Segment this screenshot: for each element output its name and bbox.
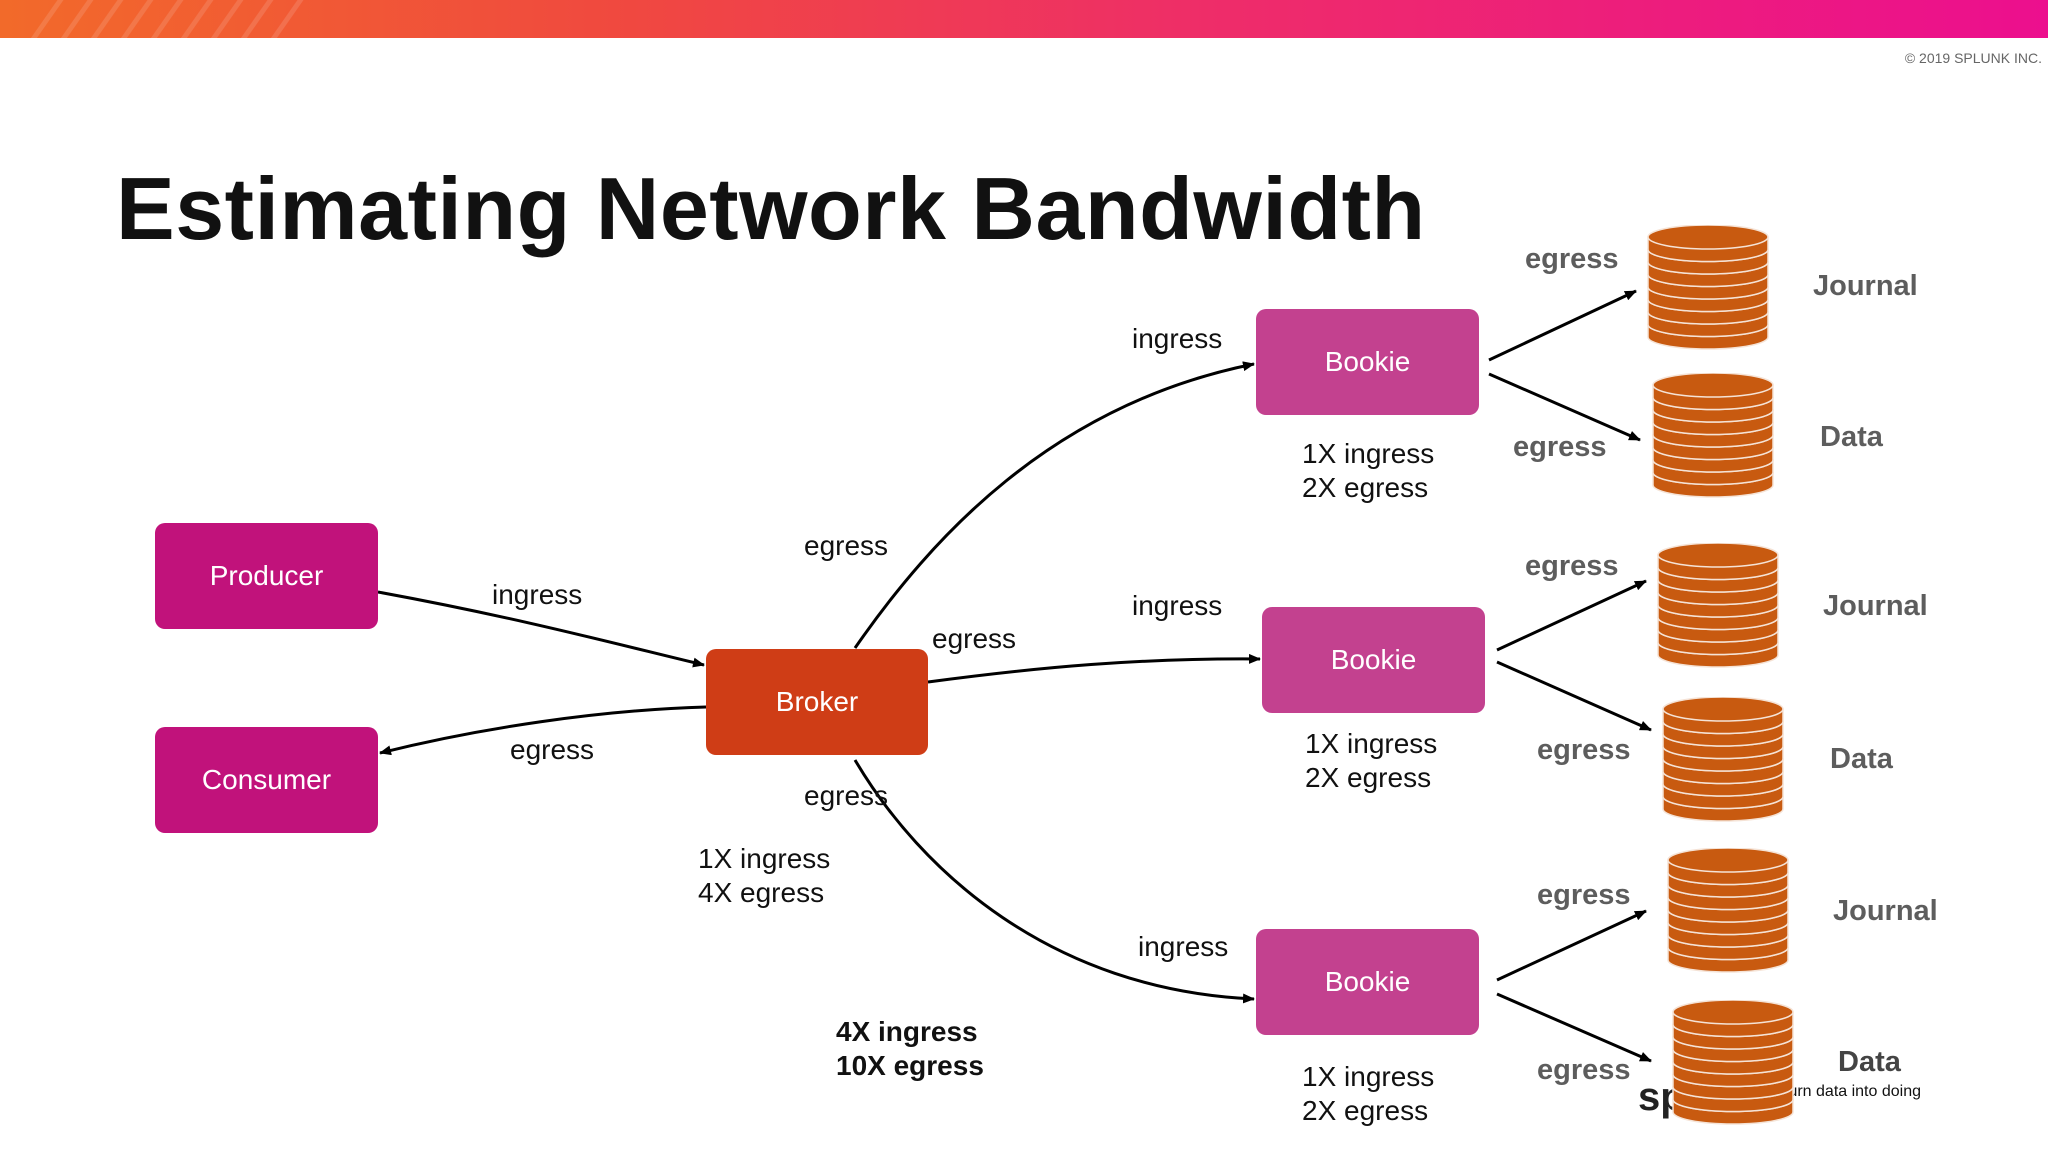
- bookie-top-stats: 1X ingress 2X egress: [1302, 437, 1434, 505]
- database-stack-icon: [1647, 224, 1769, 350]
- arrow-broker-to-bookie-bot: [853, 759, 1255, 1004]
- bookie-node-top: Bookie: [1256, 309, 1479, 415]
- storage-top-data-label: Data: [1820, 421, 1883, 453]
- journal-disk-icon: [1666, 847, 1790, 978]
- arrow-bookie-mid-to-journal: [1496, 579, 1647, 652]
- broker-stats: 1X ingress 4X egress: [698, 842, 830, 910]
- storage-mid-journal-label: Journal: [1823, 590, 1928, 622]
- bookie-mid-stat-ingress: 1X ingress: [1305, 728, 1438, 759]
- storage-bot-data-egress: egress: [1537, 1054, 1631, 1086]
- copyright-text: © 2019 SPLUNK INC.: [1904, 50, 2042, 66]
- storage-top-journal-egress: egress: [1525, 243, 1619, 275]
- database-stack-icon: [1672, 999, 1794, 1125]
- arrow-bookie-bot-to-journal: [1496, 909, 1647, 982]
- bookie-bot-stat-ingress: 1X ingress: [1302, 1061, 1435, 1092]
- arrow-broker-to-bookie-mid: [927, 653, 1261, 684]
- arrow-broker-to-consumer: [379, 705, 707, 756]
- storage-mid-data-egress: egress: [1537, 734, 1631, 766]
- bookie-top-stat-ingress: 1X ingress: [1302, 438, 1435, 469]
- arrow-bookie-mid-to-data: [1496, 660, 1652, 732]
- storage-top-journal-label: Journal: [1813, 270, 1918, 302]
- total-stat-ingress: 4X ingress: [836, 1016, 978, 1047]
- database-stack-icon: [1662, 696, 1784, 822]
- broker-stat-egress: 4X egress: [698, 877, 825, 908]
- storage-mid-data-label: Data: [1830, 743, 1893, 775]
- edge-label-bookie-mid-ingress: ingress: [1132, 590, 1223, 621]
- edge-label-bookie-top-ingress: ingress: [1132, 323, 1223, 354]
- edge-label-broker-egress-mid: egress: [932, 623, 1017, 654]
- edge-label-bookie-bot-ingress: ingress: [1138, 931, 1229, 962]
- arrow-producer-to-broker: [377, 590, 705, 668]
- bookie-mid-stat-egress: 2X egress: [1305, 762, 1432, 793]
- bookie-top-stat-egress: 2X egress: [1302, 472, 1429, 503]
- edge-label-consumer-egress: egress: [510, 734, 595, 765]
- bookie-mid-stats: 1X ingress 2X egress: [1305, 727, 1437, 795]
- consumer-node: Consumer: [155, 727, 378, 833]
- producer-node: Producer: [155, 523, 378, 629]
- total-stats: 4X ingress 10X egress: [836, 1015, 984, 1083]
- bookie-node-mid: Bookie: [1262, 607, 1485, 713]
- arrow-broker-to-bookie-top: [853, 361, 1255, 649]
- slide-title: Estimating Network Bandwidth: [116, 159, 1426, 258]
- storage-top-data-egress: egress: [1513, 431, 1607, 463]
- arrow-bookie-top-to-data: [1488, 372, 1641, 442]
- storage-bot-journal-egress: egress: [1537, 879, 1631, 911]
- storage-mid-journal-egress: egress: [1525, 550, 1619, 582]
- total-stat-egress: 10X egress: [836, 1050, 984, 1081]
- storage-bot-journal-label: Journal: [1833, 895, 1938, 927]
- edge-label-broker-egress-bot: egress: [804, 780, 889, 811]
- storage-bot-data-label: Data: [1838, 1046, 1901, 1078]
- database-stack-icon: [1667, 847, 1789, 973]
- database-stack-icon: [1657, 542, 1779, 668]
- data-disk-icon: [1651, 372, 1775, 503]
- data-disk-icon: [1661, 696, 1785, 827]
- bookie-bot-stats: 1X ingress 2X egress: [1302, 1060, 1434, 1128]
- splunk-tagline: turn data into doing: [1784, 1083, 1921, 1100]
- broker-stat-ingress: 1X ingress: [698, 843, 831, 874]
- journal-disk-icon: [1646, 224, 1770, 355]
- data-disk-icon: [1671, 999, 1795, 1130]
- bookie-node-bot: Bookie: [1256, 929, 1479, 1035]
- top-accent-bar: [0, 0, 2048, 38]
- edge-label-broker-egress-top: egress: [804, 530, 889, 561]
- arrow-bookie-bot-to-data: [1496, 992, 1652, 1063]
- broker-node: Broker: [706, 649, 928, 755]
- edge-label-producer-ingress: ingress: [492, 579, 583, 610]
- database-stack-icon: [1652, 372, 1774, 498]
- bookie-bot-stat-egress: 2X egress: [1302, 1095, 1429, 1126]
- journal-disk-icon: [1656, 542, 1780, 673]
- arrow-bookie-top-to-journal: [1488, 289, 1637, 362]
